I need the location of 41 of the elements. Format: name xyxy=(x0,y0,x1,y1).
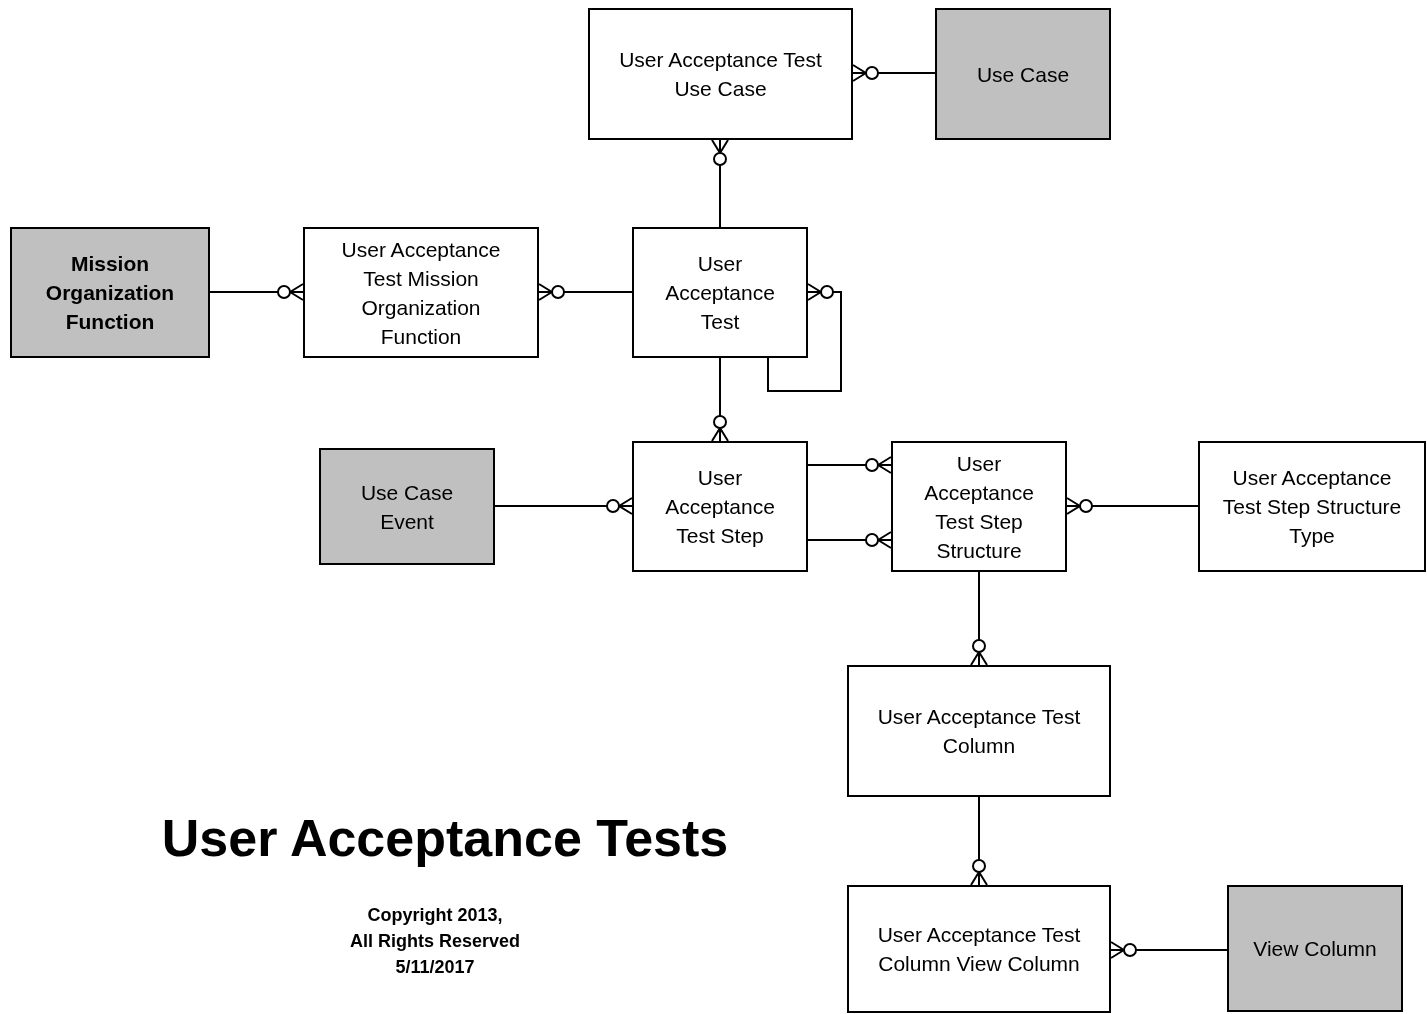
copyright-note: Copyright 2013, xyxy=(366,905,504,926)
entity-name: User Acceptance Test Step xyxy=(664,465,776,549)
relationship-line xyxy=(807,531,892,549)
relationship-line xyxy=(970,796,988,886)
entity-name: User Acceptance Test Step Structure Type xyxy=(1221,465,1403,549)
copyright-note: All Rights Reserved xyxy=(348,931,522,952)
relationship-line xyxy=(1110,941,1228,959)
relationship-line xyxy=(970,571,988,666)
entity-name: Mission Organization Function xyxy=(44,251,176,335)
relationship-line xyxy=(711,357,729,442)
entity-box xyxy=(847,665,1111,797)
entity-name: User Acceptance Test Column xyxy=(876,704,1082,759)
relationship-line xyxy=(538,283,633,301)
entity-box xyxy=(1198,441,1426,572)
entity-box xyxy=(303,227,539,358)
entity-name: User Acceptance Test Mission Organization Function xyxy=(340,236,502,350)
relationship-line xyxy=(767,283,842,392)
reference-entity-box xyxy=(1227,885,1403,1012)
entity-name: User Acceptance Test Use Case xyxy=(618,47,823,102)
relationship-line xyxy=(852,64,936,82)
entity-name: View Column xyxy=(1252,936,1378,962)
entity-box xyxy=(632,227,808,358)
entity-name: User Acceptance Test xyxy=(664,251,776,335)
copyright-note: 5/11/2017 xyxy=(394,957,476,978)
relationship-line xyxy=(494,497,633,515)
entity-box xyxy=(847,885,1111,1013)
relationship-line xyxy=(209,283,304,301)
entity-box xyxy=(891,441,1067,572)
diagram-title: User Acceptance Tests xyxy=(160,808,730,868)
entity-name: User Acceptance Test Column View Column xyxy=(876,922,1082,977)
reference-entity-box xyxy=(10,227,210,358)
entity-name: Use Case Event xyxy=(359,479,455,535)
entity-box xyxy=(588,8,853,140)
relationship-line xyxy=(1066,497,1199,515)
relationship-line xyxy=(807,456,892,474)
entity-name: Use Case xyxy=(975,61,1071,88)
reference-entity-box xyxy=(935,8,1111,140)
entity-box xyxy=(632,441,808,572)
entity-name: User Acceptance Test Step Structure xyxy=(923,450,1035,564)
relationship-line xyxy=(711,139,729,228)
reference-entity-box xyxy=(319,448,495,565)
